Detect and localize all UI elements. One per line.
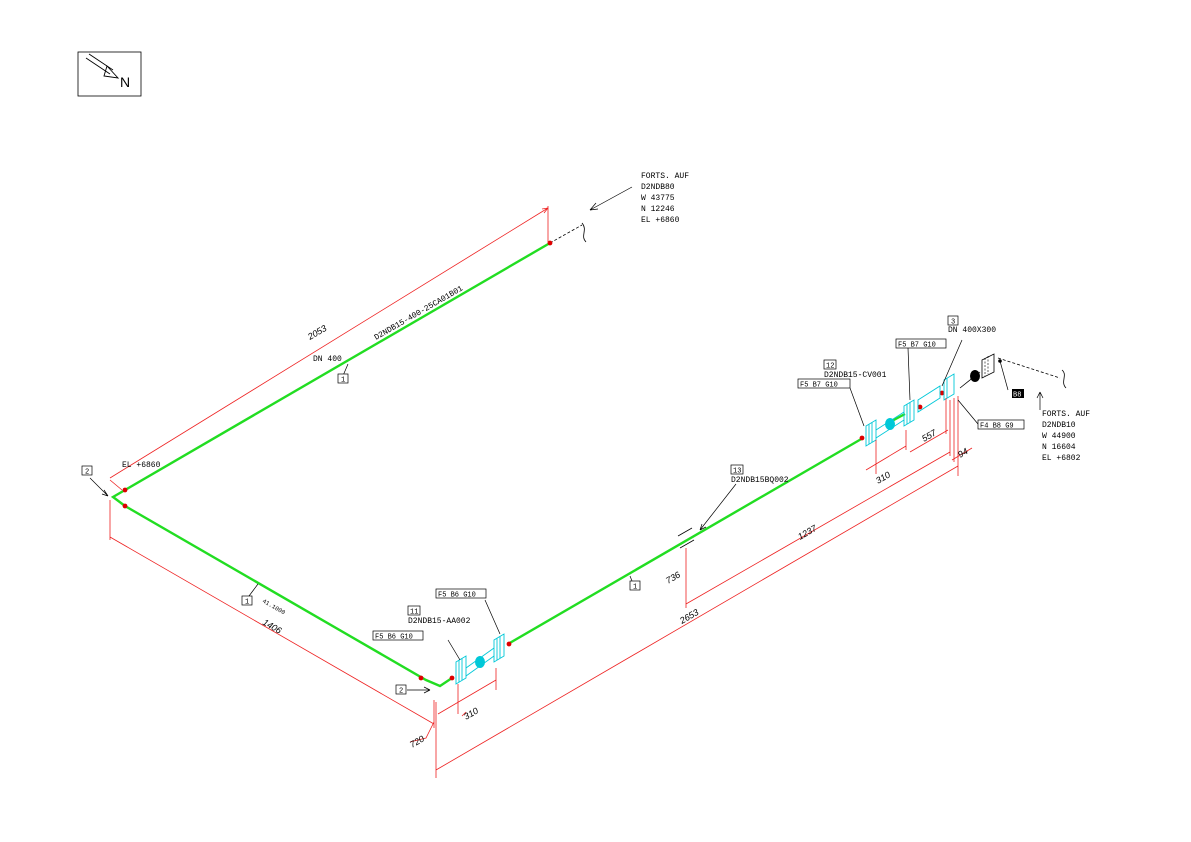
reducer-size: DN 400X300 — [948, 326, 996, 335]
weld-point — [917, 404, 923, 410]
flange-callout: F5 B6 G10 — [372, 630, 424, 642]
dim-run-1237: 1237 — [796, 523, 819, 542]
dim-run-736: 736 — [664, 570, 682, 586]
reducer-tag: 3 — [951, 319, 955, 327]
pipe-elevation: EL +6860 — [122, 461, 161, 470]
svg-text:1: 1 — [341, 377, 345, 385]
cont-top-line4: N 12246 — [641, 205, 675, 214]
flange-callout: F5 B7 G10 — [895, 338, 947, 350]
reducer-symbol — [917, 373, 955, 413]
continuation-top-stub — [549, 186, 633, 244]
valve-left-label: 11 D2NDB15-AA002 — [407, 605, 471, 626]
north-arrow: N — [77, 51, 142, 97]
weld-point — [859, 435, 865, 441]
svg-text:1: 1 — [245, 599, 249, 607]
valve-left-tag: 11 — [410, 609, 418, 617]
dim-bottom-offset: 720 — [408, 734, 426, 750]
dimension-lines — [109, 206, 973, 778]
valve-right-id: D2NDB15-CV001 — [824, 371, 887, 380]
instrument-label: 13 D2NDB15BQ002 — [730, 464, 789, 485]
support-tag: B8 — [1012, 389, 1024, 400]
weld-point — [547, 240, 553, 246]
valve-right-label: 12 D2NDB15-CV001 — [823, 359, 887, 380]
north-label: N — [120, 74, 130, 90]
valve-left-id: D2NDB15-AA002 — [408, 617, 471, 626]
pipe-line-id: D2NDB15-400-25CA01B01 — [373, 284, 465, 342]
cont-top-line5: EL +6860 — [641, 216, 680, 225]
dim-run-557: 557 — [920, 427, 939, 444]
weld-point — [418, 675, 424, 681]
cont-right-line4: N 16604 — [1042, 443, 1076, 452]
pipe-run — [110, 241, 906, 688]
weld-point — [939, 390, 945, 396]
weld-point — [449, 675, 455, 681]
valve-right-symbol — [865, 399, 915, 447]
svg-text:1: 1 — [633, 584, 637, 592]
item-marker: 2 — [395, 684, 407, 696]
dim-total-run: 2653 — [677, 607, 700, 626]
dim-left-run: 1406 — [261, 617, 283, 636]
leader-lines — [89, 339, 979, 694]
svg-text:F4 B8 G9: F4 B8 G9 — [980, 423, 1014, 431]
svg-text:F5 B7 G10: F5 B7 G10 — [898, 342, 936, 350]
cont-right-line3: W 44900 — [1042, 432, 1076, 441]
cont-right-line5: EL +6802 — [1042, 454, 1081, 463]
item-marker: 2 — [81, 465, 93, 477]
item-marker: 1 — [241, 595, 253, 607]
continuation-right-stub — [997, 357, 1067, 410]
weld-points — [122, 240, 945, 681]
flange-callout: F4 B8 G9 — [977, 419, 1025, 431]
svg-text:F5 B6 G10: F5 B6 G10 — [438, 592, 476, 600]
pipe-slope: 41.1000 — [261, 598, 287, 617]
svg-text:2: 2 — [399, 688, 403, 696]
cont-top-line2: D2NDB80 — [641, 183, 675, 192]
dim-top-run: 2053 — [305, 323, 328, 342]
svg-text:B8: B8 — [1013, 392, 1021, 400]
item-marker: 1 — [337, 373, 349, 385]
instrument-id: D2NDB15BQ002 — [731, 476, 789, 485]
cont-top-line1: FORTS. AUF — [641, 172, 689, 181]
weld-point — [122, 487, 128, 493]
instrument-tag: 13 — [733, 468, 741, 476]
svg-text:2: 2 — [85, 469, 89, 477]
continuation-top-label: FORTS. AUF D2NDB80 W 43775 N 12246 EL +6… — [641, 172, 689, 225]
north-arrow-icon — [85, 53, 120, 79]
cont-right-line2: D2NDB10 — [1042, 421, 1076, 430]
dim-run-94: 94 — [956, 446, 970, 460]
svg-text:F5 B6 G10: F5 B6 G10 — [375, 634, 413, 642]
cont-right-line1: FORTS. AUF — [1042, 410, 1090, 419]
item-marker: 1 — [629, 580, 641, 592]
dim-valve-gap-left: 310 — [462, 706, 480, 722]
support-symbol — [959, 353, 1009, 391]
cont-top-line3: W 43775 — [641, 194, 675, 203]
reducer-label: 3 DN 400X300 — [947, 315, 996, 335]
flange-callout: F5 B6 G10 — [435, 588, 487, 600]
weld-point — [506, 641, 512, 647]
flange-callout: F5 B7 G10 — [797, 378, 851, 390]
weld-point — [122, 503, 128, 509]
svg-text:F5 B7 G10: F5 B7 G10 — [800, 382, 838, 390]
valve-right-tag: 12 — [826, 363, 834, 371]
valve-left-symbol — [455, 633, 505, 685]
pipe-diameter: DN 400 — [313, 355, 342, 364]
dim-valve-gap-right: 310 — [874, 470, 892, 486]
continuation-right-label: FORTS. AUF D2NDB10 W 44900 N 16604 EL +6… — [1042, 410, 1090, 463]
